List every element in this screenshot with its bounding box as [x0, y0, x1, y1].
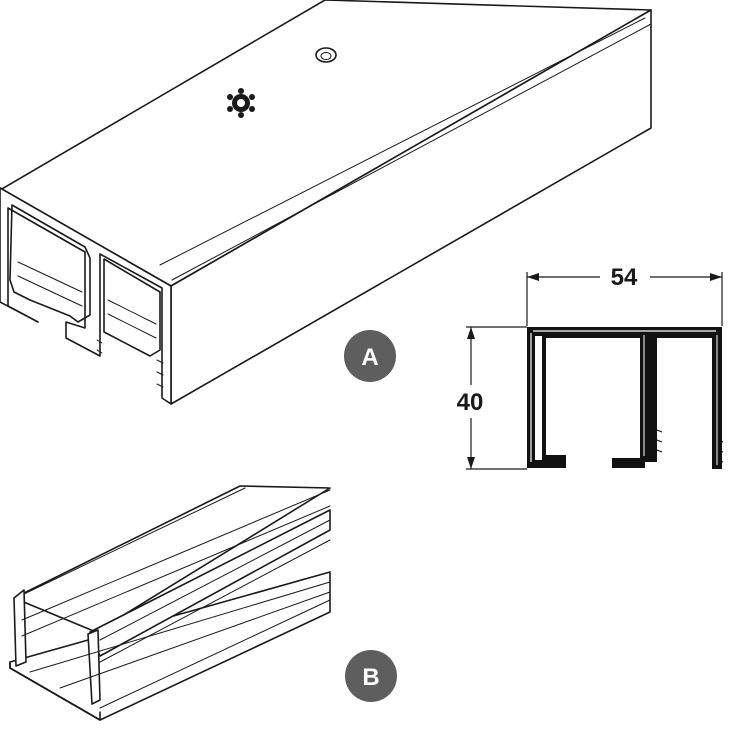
width-value: 54 [611, 264, 638, 291]
cross-section-profile: 54 40 [457, 264, 724, 470]
guide-b-illustration [9, 485, 331, 721]
height-dimension: 40 [457, 327, 484, 469]
profile-shape [527, 327, 722, 469]
badge-b-circle [345, 650, 397, 702]
part-a-label: A [361, 344, 378, 371]
rail-a-illustration [0, 0, 652, 405]
height-value: 40 [457, 389, 484, 416]
part-a-badge: A [344, 330, 396, 382]
star-marking-icon [227, 88, 255, 118]
badge-a-circle [344, 330, 396, 382]
part-b-badge: B [345, 650, 397, 702]
width-dimension: 54 [527, 264, 722, 291]
part-b-label: B [362, 664, 379, 691]
